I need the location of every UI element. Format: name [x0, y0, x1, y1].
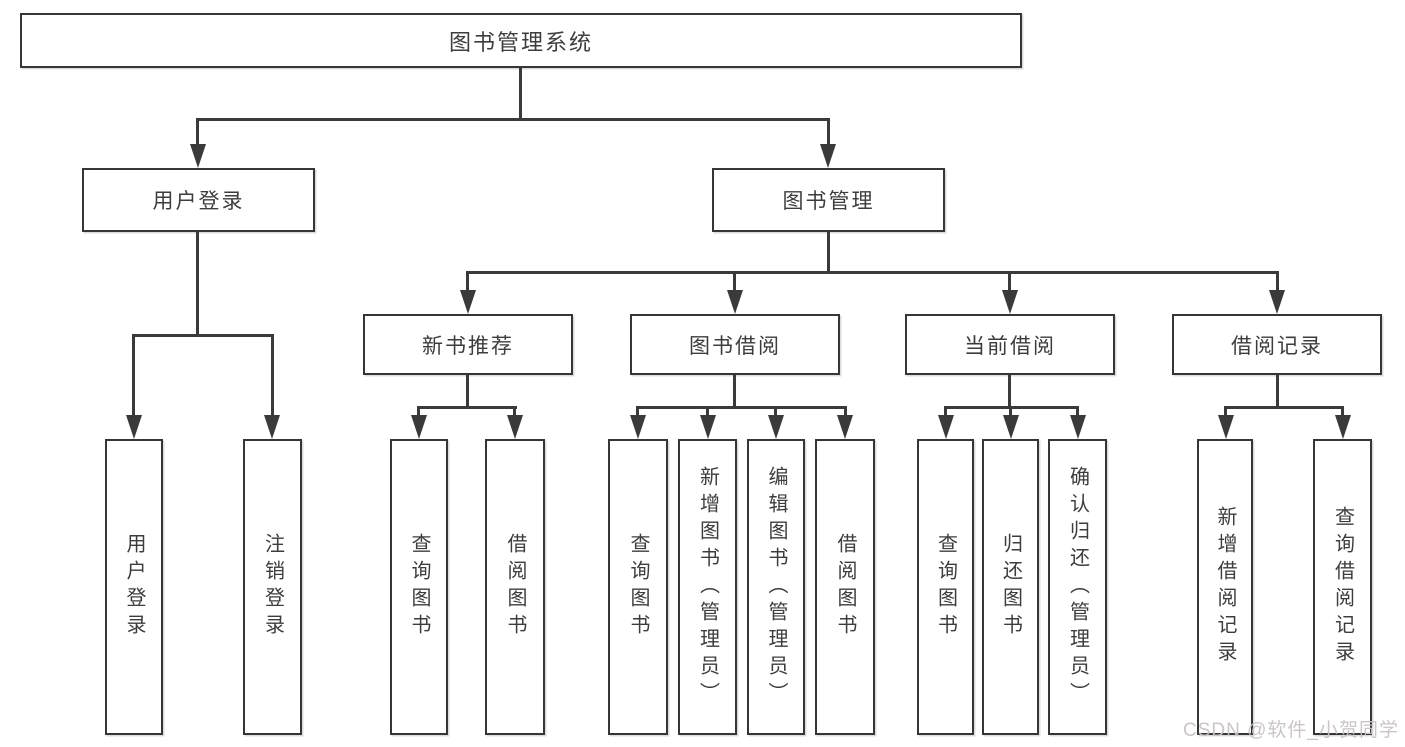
- csdn-watermark: CSDN @软件_小贺同学: [1183, 720, 1399, 741]
- connector-arrowhead-down: [1003, 415, 1019, 439]
- connector-vline: [944, 406, 947, 419]
- leaf-edit-books-admin: 编辑图书（管理员）: [747, 439, 805, 735]
- connector-vline: [196, 118, 199, 148]
- leaf-label: 新增图书（管理员）: [696, 465, 719, 709]
- connector-arrowhead-down: [1218, 415, 1234, 439]
- leaf-label: 确认归还（管理员）: [1066, 465, 1089, 709]
- connector-vline: [1276, 271, 1279, 293]
- leaf-borrow-books-recommend: 借阅图书: [485, 439, 545, 735]
- leaf-label: 查询借阅记录: [1331, 506, 1354, 668]
- leaf-label: 借阅图书: [834, 533, 856, 641]
- connector-arrowhead-down: [938, 415, 954, 439]
- leaf-query-books-current: 查询图书: [917, 439, 974, 735]
- leaf-label: 归还图书: [999, 533, 1022, 641]
- connector-arrowhead-down: [190, 144, 206, 168]
- connector-arrowhead-down: [700, 415, 716, 439]
- connector-arrowhead-down: [1269, 290, 1285, 314]
- connector-arrowhead-down: [1335, 415, 1351, 439]
- connector-vline: [417, 406, 420, 419]
- leaf-label: 查询图书: [627, 533, 649, 641]
- connector-vline: [1076, 406, 1079, 419]
- connector-vline: [1008, 375, 1011, 409]
- connector-vline: [774, 406, 777, 419]
- connector-hline: [637, 406, 846, 409]
- leaf-logout: 注销登录: [243, 439, 302, 735]
- connector-vline: [466, 271, 469, 293]
- connector-arrowhead-down: [727, 290, 743, 314]
- leaf-label: 用户登录: [123, 533, 145, 641]
- connector-vline: [132, 334, 135, 418]
- connector-vline: [706, 406, 709, 419]
- leaf-user-login: 用户登录: [105, 439, 163, 735]
- connector-hline: [1224, 406, 1344, 409]
- connector-hline: [418, 406, 517, 409]
- connector-arrowhead-down: [126, 415, 142, 439]
- connector-arrowhead-down: [1002, 290, 1018, 314]
- leaf-borrow-books: 借阅图书: [815, 439, 875, 735]
- connector-hline: [196, 118, 830, 121]
- connector-vline: [1224, 406, 1227, 419]
- leaf-query-borrow-record: 查询借阅记录: [1313, 439, 1372, 735]
- connector-vline: [1009, 406, 1012, 419]
- connector-vline: [1008, 271, 1011, 293]
- connector-vline: [733, 271, 736, 293]
- node-library-management-system: 图书管理系统: [20, 13, 1022, 68]
- connector-arrowhead-down: [264, 415, 280, 439]
- leaf-label: 借阅图书: [504, 533, 526, 641]
- connector-arrowhead-down: [820, 144, 836, 168]
- leaf-label: 编辑图书（管理员）: [765, 465, 787, 709]
- connector-arrowhead-down: [768, 415, 784, 439]
- leaf-query-books-borrowing: 查询图书: [608, 439, 668, 735]
- connector-vline: [1341, 406, 1344, 419]
- leaf-confirm-return-admin: 确认归还（管理员）: [1048, 439, 1107, 735]
- leaf-label: 查询图书: [934, 533, 957, 641]
- connector-vline: [196, 232, 199, 337]
- node-new-book-recommendation: 新书推荐: [363, 314, 573, 375]
- connector-vline: [844, 406, 847, 419]
- connector-arrowhead-down: [411, 415, 427, 439]
- connector-arrowhead-down: [1070, 415, 1086, 439]
- connector-hline: [133, 334, 274, 337]
- leaf-return-books: 归还图书: [982, 439, 1039, 735]
- connector-arrowhead-down: [630, 415, 646, 439]
- node-borrowing-records: 借阅记录: [1172, 314, 1382, 375]
- connector-vline: [1276, 375, 1279, 409]
- connector-vline: [733, 375, 736, 409]
- connector-hline: [467, 271, 1279, 274]
- connector-vline: [519, 68, 522, 120]
- node-user-login: 用户登录: [82, 168, 315, 232]
- connector-arrowhead-down: [507, 415, 523, 439]
- leaf-add-books-admin: 新增图书（管理员）: [678, 439, 737, 735]
- connector-arrowhead-down: [837, 415, 853, 439]
- node-book-borrowing: 图书借阅: [630, 314, 840, 375]
- connector-vline: [827, 118, 830, 148]
- connector-vline: [271, 334, 274, 418]
- leaf-label: 注销登录: [261, 533, 284, 641]
- node-current-borrowing: 当前借阅: [905, 314, 1115, 375]
- connector-vline: [827, 232, 830, 274]
- leaf-label: 新增借阅记录: [1214, 506, 1236, 668]
- connector-vline: [636, 406, 639, 419]
- leaf-query-books-recommend: 查询图书: [390, 439, 448, 735]
- leaf-label: 查询图书: [408, 533, 430, 641]
- connector-vline: [513, 406, 516, 419]
- connector-vline: [466, 375, 469, 409]
- leaf-add-borrow-record: 新增借阅记录: [1197, 439, 1253, 735]
- node-book-management: 图书管理: [712, 168, 945, 232]
- connector-arrowhead-down: [460, 290, 476, 314]
